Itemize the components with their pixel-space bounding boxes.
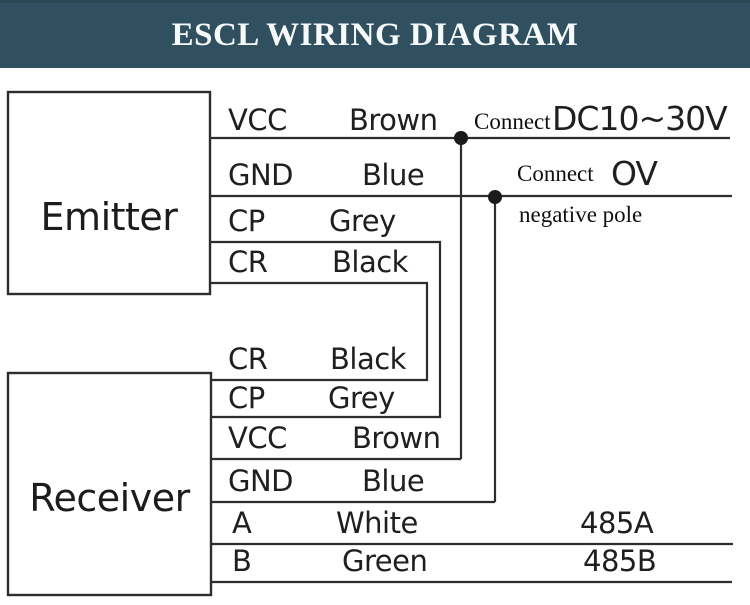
receiver-pin-a: A [232, 506, 252, 540]
wire-cr-loop [210, 281, 429, 382]
gnd-negative-pole-note: negative pole [519, 202, 643, 227]
vcc-supply-value: DC10~30V [552, 99, 728, 138]
gnd-supply-value: OV [611, 154, 658, 193]
emitter-box [6, 90, 212, 296]
emitter-pin-gnd: GND [228, 158, 294, 192]
receiver-color-cr: Black [330, 342, 406, 376]
receiver-box [6, 371, 213, 597]
emitter-pin-vcc: VCC [228, 103, 287, 137]
wire-cp-loop [210, 240, 442, 419]
terminal-485a: 485A [580, 506, 654, 540]
emitter-pin-cr: CR [228, 245, 268, 279]
emitter-label: Emitter [40, 195, 178, 239]
emitter-pin-cp: CP [228, 204, 265, 238]
gnd-connect-label: Connect [517, 161, 594, 186]
emitter-color-gnd: Blue [362, 158, 425, 192]
emitter-color-cp: Grey [329, 204, 396, 238]
vcc-connect-label: Connect [474, 109, 551, 134]
page-title: ESCL WIRING DIAGRAM [171, 17, 579, 53]
terminal-485b: 485B [583, 544, 657, 578]
receiver-pin-cp: CP [228, 381, 265, 415]
receiver-color-gnd: Blue [362, 464, 425, 498]
receiver-pin-gnd: GND [228, 464, 294, 498]
emitter-color-cr: Black [332, 245, 408, 279]
junction-dot-gnd [488, 190, 502, 204]
receiver-pin-vcc: VCC [228, 421, 287, 455]
receiver-color-vcc: Brown [352, 421, 441, 455]
junction-dot-vcc [454, 131, 468, 145]
emitter-color-vcc: Brown [349, 103, 438, 137]
title-bar: ESCL WIRING DIAGRAM [0, 0, 750, 68]
receiver-color-cp: Grey [328, 381, 395, 415]
receiver-color-b: Green [342, 544, 428, 578]
receiver-pin-b: B [232, 544, 252, 578]
receiver-label: Receiver [29, 476, 190, 520]
receiver-pin-cr: CR [228, 342, 268, 376]
receiver-color-a: White [336, 506, 418, 540]
